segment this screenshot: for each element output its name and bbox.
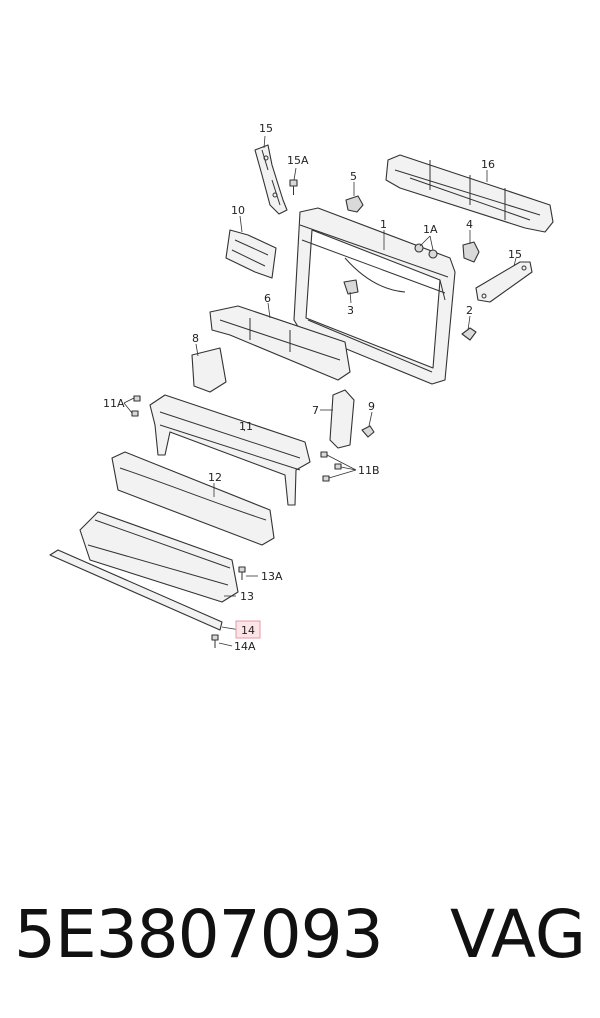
label-11a: 11A [103, 397, 125, 410]
label-14a: 14A [234, 640, 256, 653]
footer-bar: 5E3807093 VAG [0, 880, 600, 990]
label-10: 10 [231, 204, 245, 217]
part-15-bracket [254, 144, 288, 215]
label-13a: 13A [261, 570, 283, 583]
label-15-right: 15 [508, 248, 522, 261]
part-14-trim-strip [49, 549, 223, 631]
part-6-upper-carrier [209, 305, 351, 381]
label-11: 11 [239, 420, 253, 433]
label-12: 12 [208, 471, 222, 484]
part-4-clip [462, 241, 480, 263]
part-11a-screws [131, 395, 141, 417]
part-16-air-duct [385, 154, 554, 233]
label-6: 6 [264, 292, 271, 305]
label-15a: 15A [287, 154, 309, 167]
part-14-highlight [235, 620, 261, 639]
label-2: 2 [466, 304, 473, 317]
part-8-side-part [191, 347, 227, 393]
part-number-text: 5E3807093 [14, 896, 384, 973]
part-15-right-bracket [475, 261, 533, 303]
label-8: 8 [192, 332, 199, 345]
part-14a-screw [211, 634, 219, 648]
part-10-air-guide [225, 229, 277, 279]
label-3: 3 [347, 304, 354, 317]
label-1: 1 [380, 218, 387, 231]
part-3-clip [343, 279, 359, 295]
part-labels: 15 15A 5 16 10 1 1A 4 15 6 3 2 8 11A 7 9… [103, 122, 522, 653]
label-16: 16 [481, 158, 495, 171]
part-9-clip [361, 425, 375, 438]
part-2-clip [461, 327, 477, 341]
label-5: 5 [350, 170, 357, 183]
part-5-clip [345, 195, 364, 213]
label-11b: 11B [358, 464, 380, 477]
label-1a: 1A [423, 223, 438, 236]
part-11b-screws [320, 451, 342, 482]
label-7: 7 [312, 404, 319, 417]
part-1a-nuts [414, 243, 438, 259]
part-11-cross-member [149, 394, 311, 506]
part-7-side-part [329, 389, 355, 449]
label-4: 4 [466, 218, 473, 231]
label-9: 9 [368, 400, 375, 413]
part-15a-screw [289, 179, 298, 195]
label-14: 14 [241, 624, 255, 637]
part-12-air-guide [111, 451, 275, 546]
part-13-lower-guide [79, 511, 239, 603]
leader-lines [123, 135, 517, 647]
label-15-top: 15 [259, 122, 273, 135]
label-13: 13 [240, 590, 254, 603]
part-13a-screw [238, 566, 246, 580]
brand-text: VAG [449, 896, 586, 973]
exploded-parts-diagram: 15 15A 5 16 10 1 1A 4 15 6 3 2 8 11A 7 9… [49, 122, 554, 653]
